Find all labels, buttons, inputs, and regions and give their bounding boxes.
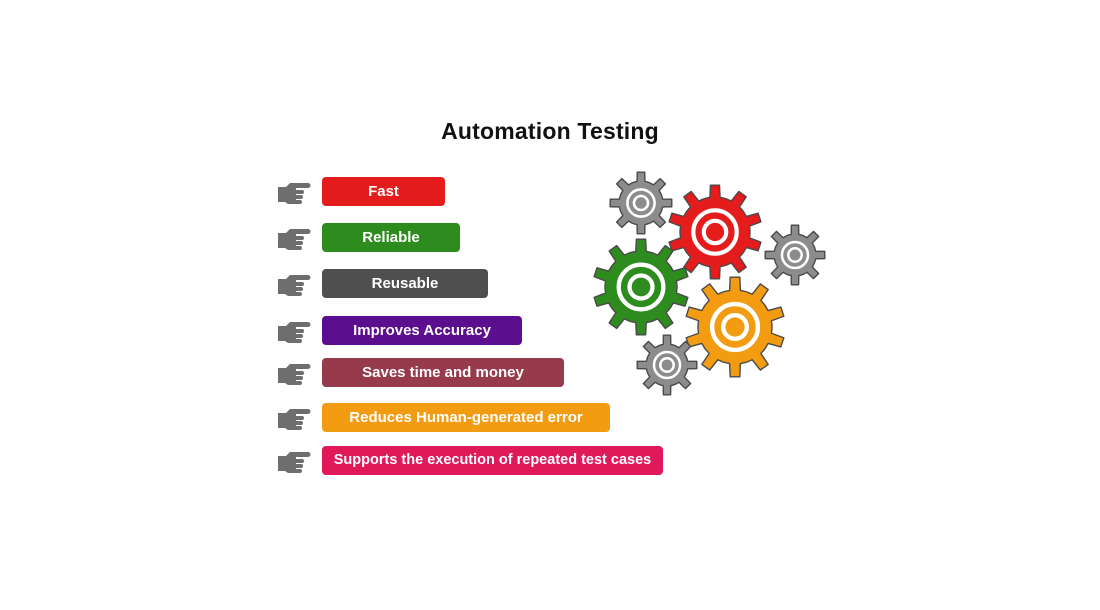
benefit-label: Reliable (322, 223, 460, 252)
benefit-label: Fast (322, 177, 445, 206)
gear-green-icon (593, 238, 689, 336)
pointing-hand-icon (278, 364, 311, 385)
gear-gray-top-icon (609, 171, 673, 235)
pointing-hand-icon (278, 229, 311, 250)
gear-gray-right-icon (764, 224, 826, 286)
pointing-hand-icon (278, 183, 311, 204)
gears-illustration (593, 171, 826, 396)
benefit-label: Improves Accuracy (322, 316, 522, 345)
gear-red-icon (668, 184, 762, 280)
pointing-hand-icon (278, 452, 311, 473)
pointing-hand-icon (278, 275, 311, 296)
benefit-label: Reduces Human-generated error (322, 403, 610, 432)
benefit-label: Saves time and money (322, 358, 564, 387)
gear-gray-bottom-icon (636, 334, 698, 396)
benefit-label: Supports the execution of repeated test … (322, 446, 663, 475)
gear-orange-icon (685, 276, 785, 378)
pointing-hand-icon (278, 322, 311, 343)
benefit-label: Reusable (322, 269, 488, 298)
diagram-title: Automation Testing (441, 118, 659, 144)
pointing-hand-icon (278, 409, 311, 430)
